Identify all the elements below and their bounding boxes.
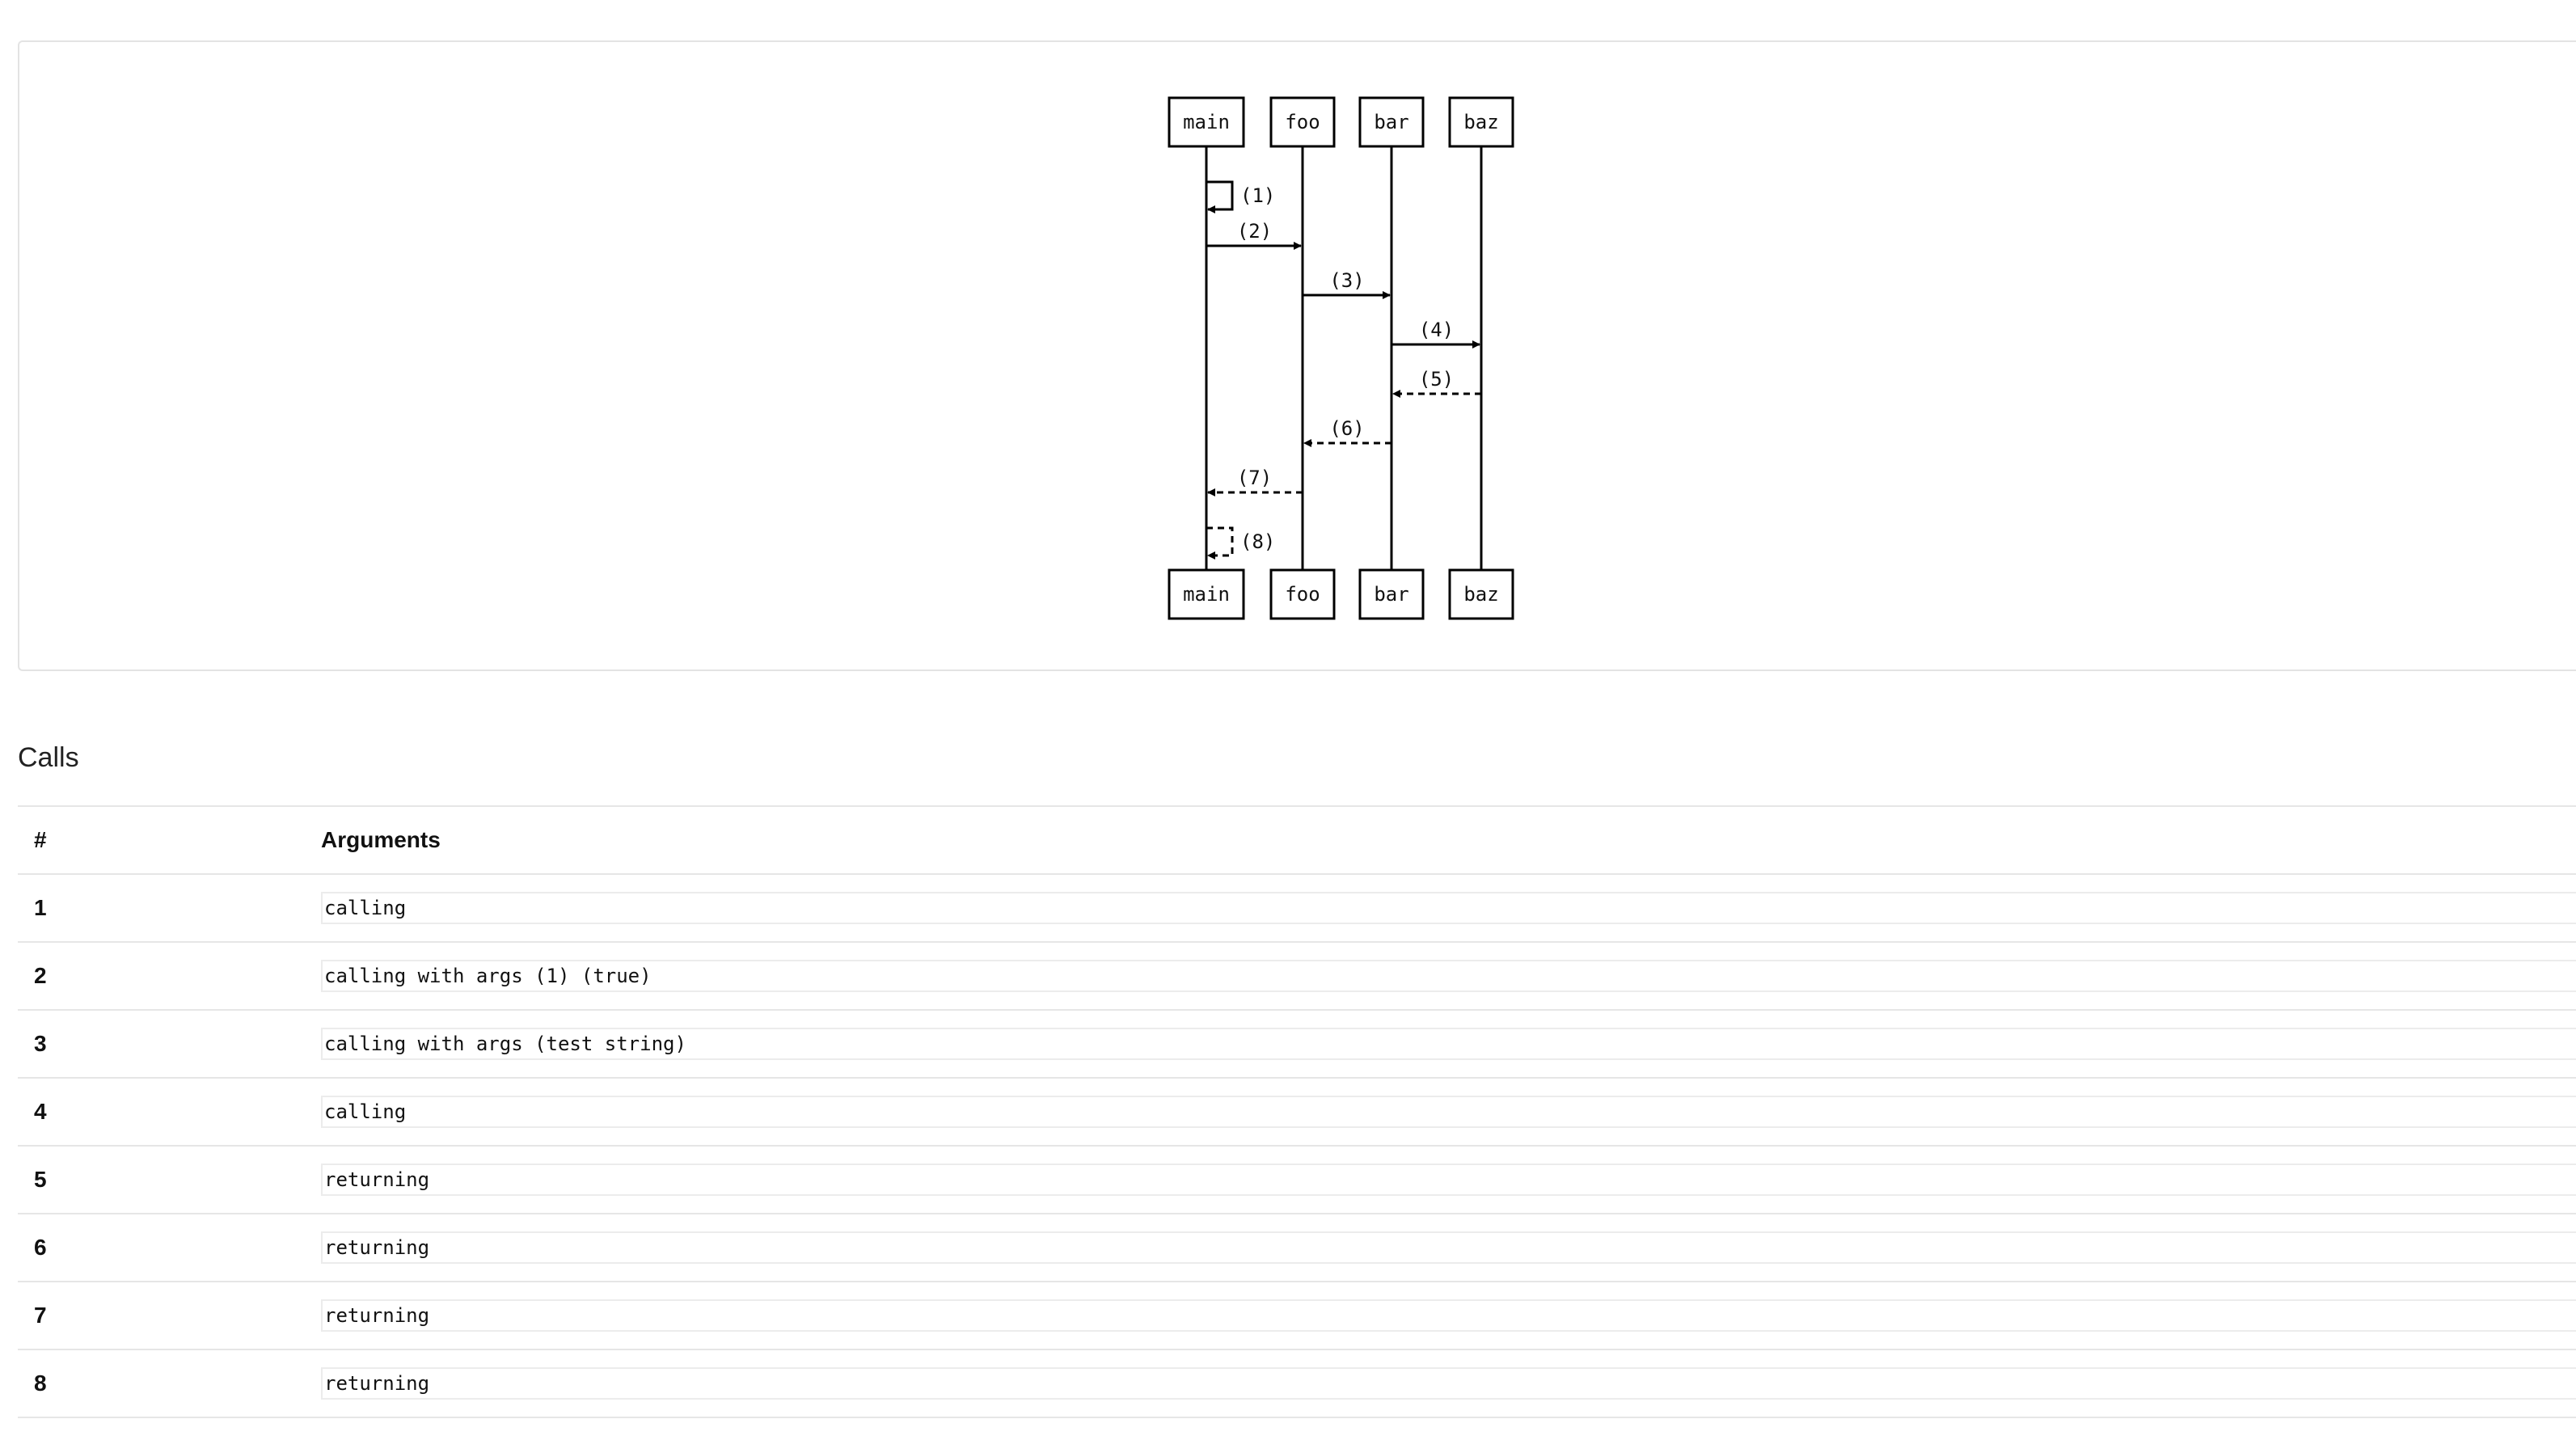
column-header-number: # — [34, 827, 47, 852]
call-arguments-cell: returning — [321, 1146, 2576, 1214]
participant-box-main-bottom — [1168, 568, 1245, 620]
participant-box-bar-top — [1358, 96, 1425, 148]
call-arguments-cell: calling — [321, 874, 2576, 942]
participant-label-main-bottom: main — [1183, 583, 1230, 606]
table-row: 7 returning — [18, 1282, 2576, 1349]
call-arguments: calling — [321, 892, 2576, 924]
call-arguments-cell: returning — [321, 1349, 2576, 1417]
message-label: (2) — [1237, 220, 1272, 243]
participant-box-foo-top — [1269, 96, 1336, 148]
message-label: (1) — [1240, 184, 1275, 207]
participant-label-foo-top: foo — [1285, 111, 1320, 133]
participant-box-baz-bottom — [1448, 568, 1514, 620]
call-number: 7 — [34, 1303, 47, 1328]
calls-table: # Arguments 1 calling 2 calling with args (… — [18, 805, 2576, 1418]
message-label: (7) — [1237, 467, 1272, 489]
calls-table-header-row: # Arguments — [18, 806, 2576, 874]
call-arguments: returning — [321, 1231, 2576, 1264]
participant-box-foo-bottom — [1269, 568, 1336, 620]
participant-label-main-top: main — [1183, 111, 1230, 133]
participant-box-baz-top — [1448, 96, 1514, 148]
participant-box-bar-bottom — [1358, 568, 1425, 620]
message-arrow — [1206, 180, 1234, 213]
call-arguments: calling with args (1) (true) — [321, 960, 2576, 992]
calls-heading: Calls — [18, 742, 79, 773]
call-arguments-cell: returning — [321, 1214, 2576, 1282]
call-arguments: returning — [321, 1299, 2576, 1332]
participant-label-baz-top: baz — [1463, 111, 1498, 133]
call-number: 4 — [34, 1099, 47, 1124]
call-arguments: calling — [321, 1096, 2576, 1128]
message-label: (5) — [1419, 368, 1454, 391]
table-row: 6 returning — [18, 1214, 2576, 1282]
call-arguments: returning — [321, 1164, 2576, 1196]
call-number: 5 — [34, 1167, 47, 1192]
call-number: 6 — [34, 1235, 47, 1260]
column-header-arguments: Arguments — [321, 827, 441, 852]
call-arguments-cell: calling with args (1) (true) — [321, 942, 2576, 1010]
table-row: 1 calling — [18, 874, 2576, 942]
call-arguments: calling with args (test string) — [321, 1028, 2576, 1060]
sequence-diagram: (1) (2) (3) (4) (5) (6) (7) (8) main main foo foo b… — [1168, 96, 1514, 620]
call-arguments: returning — [321, 1367, 2576, 1400]
call-number: 8 — [34, 1371, 47, 1396]
message-label: (6) — [1329, 417, 1364, 440]
participant-box-main-top — [1168, 96, 1245, 148]
call-number: 3 — [34, 1031, 47, 1056]
call-number: 1 — [34, 895, 47, 920]
call-number: 2 — [34, 963, 47, 988]
message-arrow — [1206, 526, 1234, 560]
message-label: (4) — [1419, 319, 1454, 341]
message-label: (3) — [1329, 269, 1364, 292]
participant-label-bar-bottom: bar — [1374, 583, 1408, 606]
table-row: 5 returning — [18, 1146, 2576, 1214]
call-arguments-cell: calling — [321, 1078, 2576, 1146]
call-arguments-cell: returning — [321, 1282, 2576, 1349]
call-arguments-cell: calling with args (test string) — [321, 1010, 2576, 1078]
table-row: 8 returning — [18, 1349, 2576, 1417]
sequence-diagram-panel: (1) (2) (3) (4) (5) (6) (7) (8) main main foo foo b… — [18, 40, 2576, 671]
table-row: 4 calling — [18, 1078, 2576, 1146]
table-row: 2 calling with args (1) (true) — [18, 942, 2576, 1010]
participant-label-foo-bottom: foo — [1285, 583, 1320, 606]
message-label: (8) — [1240, 530, 1275, 553]
participant-label-baz-bottom: baz — [1463, 583, 1498, 606]
table-row: 3 calling with args (test string) — [18, 1010, 2576, 1078]
participant-label-bar-top: bar — [1374, 111, 1408, 133]
